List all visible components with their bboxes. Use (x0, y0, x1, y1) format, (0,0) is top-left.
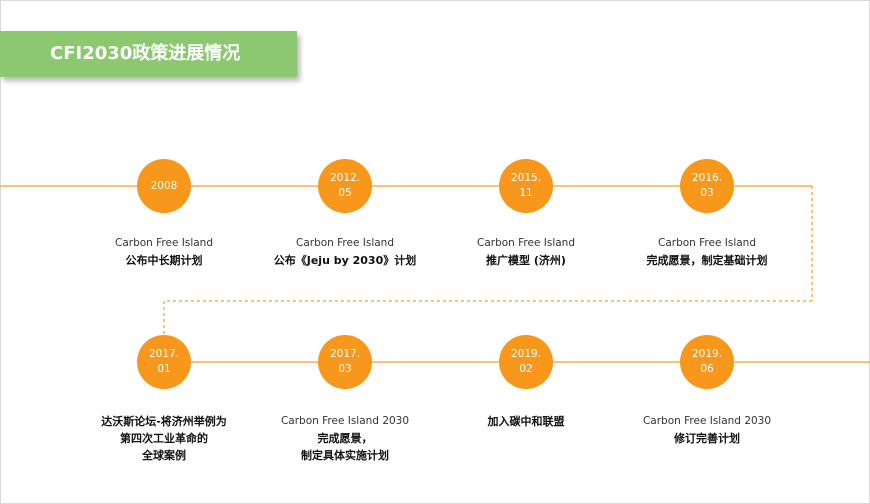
milestone-zh: 推广模型 (济州) (486, 254, 566, 267)
milestone-date-year: 2017. (148, 348, 180, 360)
milestone-label-2019-02: 加入碳中和联盟 (431, 413, 621, 430)
milestone-date-month: 01 (157, 363, 171, 375)
milestone-node-2019-06: 2019. 06 (680, 335, 734, 389)
milestone-date-month: 03 (700, 187, 714, 199)
milestone-en: Carbon Free Island 2030 (280, 415, 410, 427)
milestone-date-year: 2019. (691, 348, 723, 360)
milestone-en: Carbon Free Island (114, 237, 214, 249)
milestone-node-2017-03: 2017. 03 (318, 335, 372, 389)
milestone-label-2008: Carbon Free Island 公布中长期计划 (69, 235, 259, 269)
milestone-date-year: 2017. (329, 348, 361, 360)
milestone-date-month: 11 (519, 187, 533, 199)
milestone-date-year: 2016. (691, 172, 723, 184)
milestone-zh: 公布中长期计划 (125, 254, 203, 267)
milestone-zh: 达沃斯论坛-将济州举例为 第四次工业革命的 全球案例 (101, 415, 227, 462)
milestone-node-2015-11: 2015. 11 (499, 159, 553, 213)
milestone-date: 2008 (150, 179, 178, 192)
milestone-node-2008: 2008 (137, 159, 191, 213)
milestone-node-2012-05: 2012. 05 (318, 159, 372, 213)
page-title: CFI2030政策进展情况 (50, 43, 241, 64)
milestone-node-2017-01: 2017. 01 (137, 335, 191, 389)
milestone-label-2015-11: Carbon Free Island 推广模型 (济州) (431, 235, 621, 269)
milestone-date-year: 2015. (510, 172, 542, 184)
milestone-en: Carbon Free Island 2030 (642, 415, 772, 427)
milestone-date-month: 06 (700, 363, 714, 375)
milestone-label-2012-05: Carbon Free Island 公布《Jeju by 2030》计划 (250, 235, 440, 269)
milestone-date-year: 2012. (329, 172, 361, 184)
milestone-node-2016-03: 2016. 03 (680, 159, 734, 213)
milestone-date-month: 02 (519, 363, 533, 375)
milestone-date-year: 2019. (510, 348, 542, 360)
milestone-zh: 完成愿景， 制定具体实施计划 (301, 432, 389, 462)
milestone-en: Carbon Free Island (476, 237, 576, 249)
title-banner: CFI2030政策进展情况 (0, 31, 297, 77)
milestone-label-2017-01: 达沃斯论坛-将济州举例为 第四次工业革命的 全球案例 (69, 413, 259, 464)
milestone-zh: 完成愿景，制定基础计划 (646, 254, 768, 267)
milestone-en: Carbon Free Island (295, 237, 395, 249)
milestone-node-2019-02: 2019. 02 (499, 335, 553, 389)
milestone-label-2019-06: Carbon Free Island 2030 修订完善计划 (612, 413, 802, 447)
milestone-date-month: 05 (338, 187, 352, 199)
milestone-zh: 公布《Jeju by 2030》计划 (273, 254, 417, 267)
milestone-date-month: 03 (338, 363, 352, 375)
milestone-zh: 加入碳中和联盟 (487, 415, 565, 428)
milestone-zh: 修订完善计划 (674, 432, 740, 445)
milestone-label-2016-03: Carbon Free Island 完成愿景，制定基础计划 (612, 235, 802, 269)
milestone-label-2017-03: Carbon Free Island 2030 完成愿景， 制定具体实施计划 (250, 413, 440, 464)
milestone-en: Carbon Free Island (657, 237, 757, 249)
